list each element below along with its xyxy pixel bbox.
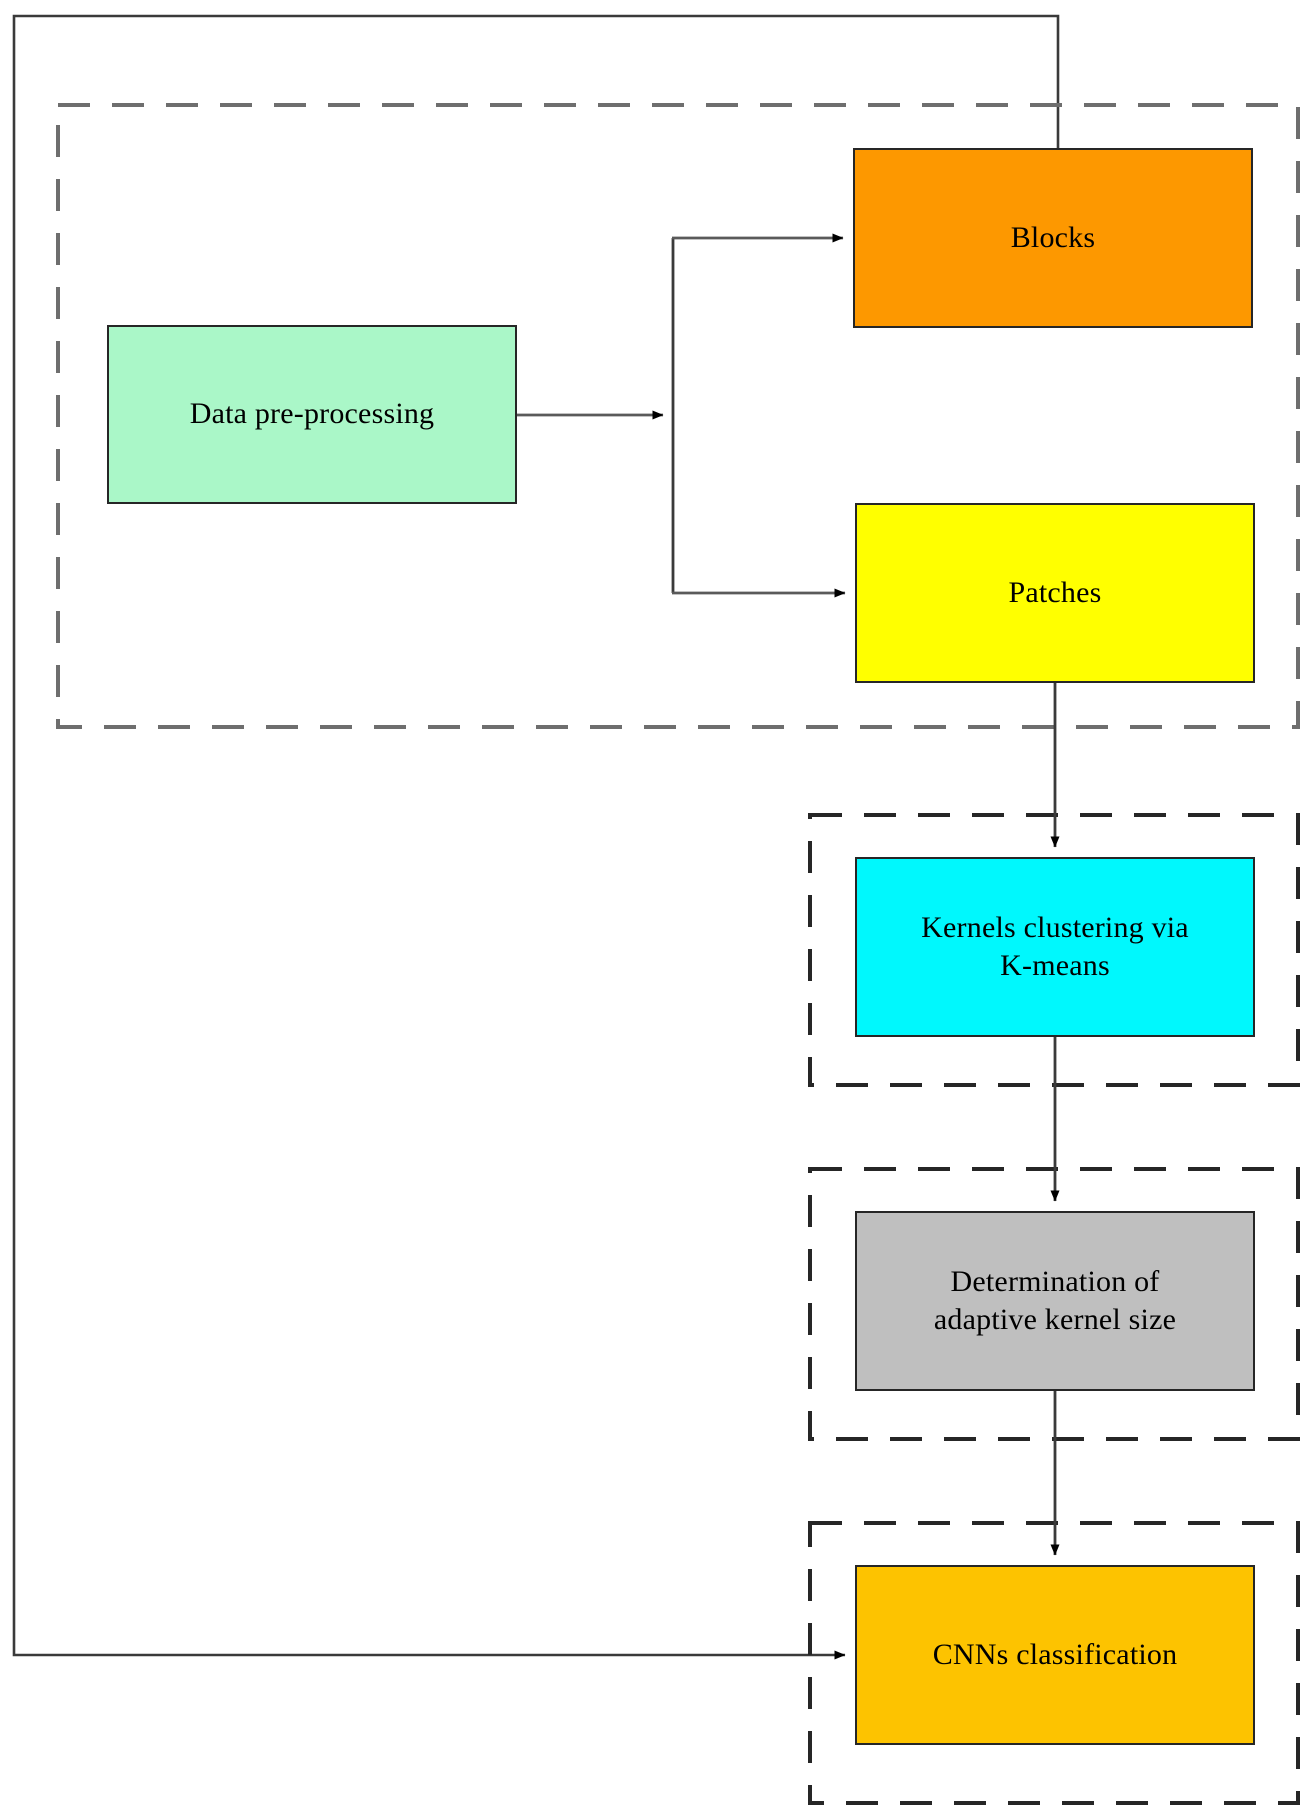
node-data-pre-processing-label: Data pre-processing	[189, 397, 435, 431]
group-preprocessing-dashed-border	[56, 103, 1300, 729]
edge-blocks-cnns-bypass	[12, 14, 1060, 1660]
node-kernels-clustering-label: Kernels clustering via K-means	[921, 910, 1189, 982]
node-cnns-classification-label: CNNs classification	[932, 1637, 1178, 1671]
node-blocks[interactable]: Blocks	[853, 148, 1253, 328]
node-kernels-clustering[interactable]: Kernels clustering via K-means	[855, 857, 1255, 1037]
node-cnns-classification[interactable]: CNNs classification	[855, 1565, 1255, 1745]
node-adaptive-kernel-size[interactable]: Determination of adaptive kernel size	[855, 1211, 1255, 1391]
node-data-pre-processing[interactable]: Data pre-processing	[107, 325, 517, 504]
node-blocks-label: Blocks	[1010, 220, 1096, 254]
node-patches[interactable]: Patches	[855, 503, 1255, 683]
node-patches-label: Patches	[1008, 575, 1102, 609]
node-adaptive-kernel-size-label: Determination of adaptive kernel size	[933, 1264, 1177, 1336]
